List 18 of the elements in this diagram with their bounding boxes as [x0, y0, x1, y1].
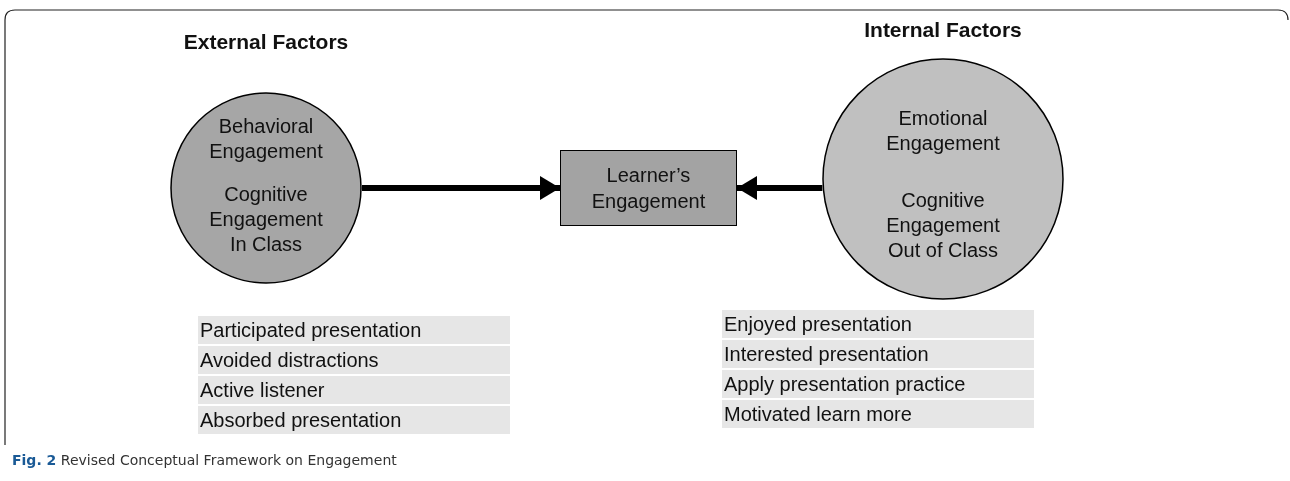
heading: Internal Factors: [863, 18, 1023, 42]
list-item: Enjoyed presentation: [722, 310, 1034, 338]
list-item: Avoided distractions: [198, 346, 510, 374]
heading: External Factors: [182, 30, 350, 54]
arrow: [737, 176, 823, 200]
caption: Fig. 2 Revised Conceptual Framework on Engagement: [12, 452, 397, 468]
arrow: [362, 176, 560, 200]
list-item: Apply presentation practice: [722, 370, 1034, 398]
list-item: Interested presentation: [722, 340, 1034, 368]
circle-label: Emotional Engagement: [885, 106, 1001, 156]
circle-label: Cognitive Engagement Out of Class: [885, 188, 1001, 263]
list-item: Participated presentation: [198, 316, 510, 344]
circle-label: Cognitive Engagement In Class: [208, 182, 324, 257]
process-box: Learner’s Engagement: [560, 150, 737, 226]
list-item: Absorbed presentation: [198, 406, 510, 434]
circle-label: Behavioral Engagement: [208, 114, 324, 164]
list-item: Motivated learn more: [722, 400, 1034, 428]
list-item: Active listener: [198, 376, 510, 404]
